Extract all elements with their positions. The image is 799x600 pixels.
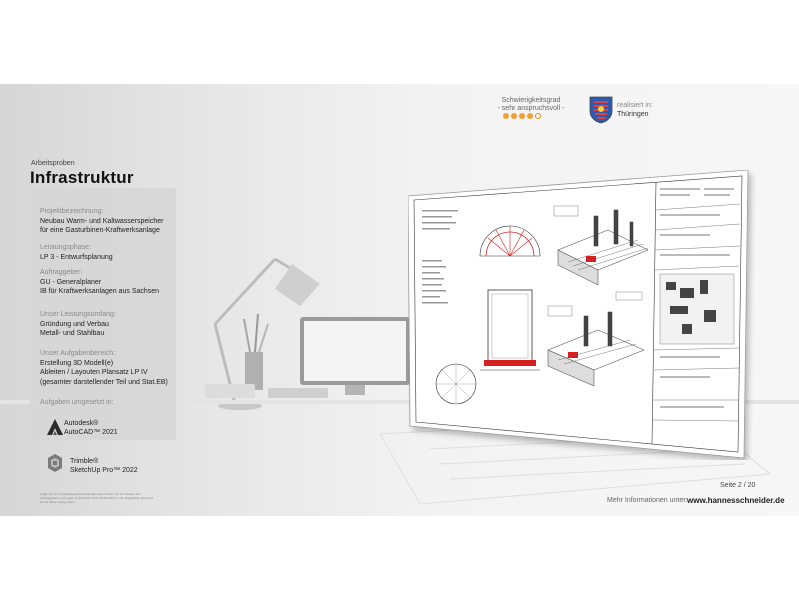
info-label: Unser Aufgabenbereich: bbox=[40, 350, 116, 357]
info-value: (gesamter darstellender Teil und Stat.EB… bbox=[40, 378, 168, 386]
desk-scene-illustration bbox=[0, 257, 799, 505]
info-panel bbox=[30, 188, 176, 440]
info-label: Aufgaben umgesetzt in: bbox=[40, 399, 114, 406]
info-label: Leistungsphase: bbox=[40, 244, 91, 251]
tool-sketchup-line1: Trimble® bbox=[70, 458, 99, 465]
pencil-cup-icon bbox=[243, 313, 269, 390]
region-value: Thüringen bbox=[617, 111, 649, 118]
info-value: IB für Kraftwerksanlagen aus Sachsen bbox=[40, 288, 160, 295]
rating-dot-filled bbox=[527, 113, 533, 119]
website-link[interactable]: www.hannesschneider.de bbox=[687, 496, 785, 505]
page-title: Infrastruktur bbox=[30, 168, 134, 187]
rating-dot-filled bbox=[503, 113, 509, 119]
info-value: Neubau Warm- und Kaltwasserspeicher bbox=[40, 217, 164, 225]
info-block: Projektbezeichnung: Neubau Warm- und Kalt… bbox=[40, 207, 163, 236]
trimble-sketchup-icon bbox=[48, 454, 62, 472]
info-block: Auftraggeber: GU - Generalplaner IB für Kr… bbox=[40, 268, 159, 297]
difficulty-label: Schwierigkeitsgrad bbox=[501, 97, 561, 104]
more-info-label: Mehr Informationen unter: bbox=[607, 497, 688, 504]
info-block: Unser Aufgabenbereich: Erstellung 3D Mode… bbox=[40, 349, 168, 387]
info-value: für eine Gasturbinen-Kraftwerksanlage bbox=[40, 227, 160, 234]
region-label: realisiert in: bbox=[617, 102, 653, 109]
tool-sketchup-line2: SketchUp Pro™ 2022 bbox=[70, 467, 138, 474]
tool-sketchup: Trimble® SketchUp Pro™ 2022 bbox=[40, 457, 138, 475]
difficulty-value: - sehr anspruchsvoll - bbox=[497, 105, 565, 112]
difficulty-rating bbox=[503, 113, 541, 119]
monitor-icon bbox=[300, 317, 410, 395]
autodesk-autocad-icon bbox=[47, 419, 63, 435]
info-label: Projektbezeichnung: bbox=[40, 208, 104, 215]
info-label: Unser Leistungsumfang: bbox=[40, 311, 116, 318]
info-value: Gründung und Verbau bbox=[40, 320, 109, 328]
rating-dot-filled bbox=[511, 113, 517, 119]
tool-autocad-line2: AutoCAD™ 2021 bbox=[64, 429, 118, 436]
info-value: Ableiten / Layouten Plansatz LP IV bbox=[40, 369, 148, 376]
section-label: Arbeitsproben bbox=[31, 160, 75, 167]
info-block: Leistungsphase: LP 3 - Entwurfsplanung bbox=[40, 243, 113, 262]
thuringia-coat-of-arms-icon bbox=[589, 96, 613, 124]
tool-autocad-line1: Autodesk® bbox=[64, 420, 99, 427]
region-info: realisiert in: Thüringen bbox=[617, 101, 653, 119]
info-block: Unser Leistungsumfang: Gründung und Verba… bbox=[40, 310, 116, 339]
rating-dot-empty bbox=[535, 113, 541, 119]
difficulty-indicator: Schwierigkeitsgrad - sehr anspruchsvoll … bbox=[496, 97, 566, 113]
info-value: Erstellung 3D Modell(e) bbox=[40, 359, 114, 367]
rating-dot-filled bbox=[519, 113, 525, 119]
info-label: Auftraggeber: bbox=[40, 269, 83, 276]
disclaimer-text: Aufgrund von Verschwiegenheitsvereinbaru… bbox=[40, 492, 154, 504]
info-block: Aufgaben umgesetzt in: bbox=[40, 398, 114, 408]
info-value: GU - Generalplaner bbox=[40, 278, 102, 286]
technical-drawing-image bbox=[408, 170, 749, 459]
page-number: Seite 2 / 20 bbox=[720, 482, 756, 489]
tool-autocad: Autodesk® AutoCAD™ 2021 bbox=[40, 419, 118, 437]
info-value: Metall- und Stahlbau bbox=[40, 330, 105, 337]
info-value: LP 3 - Entwurfsplanung bbox=[40, 253, 113, 261]
